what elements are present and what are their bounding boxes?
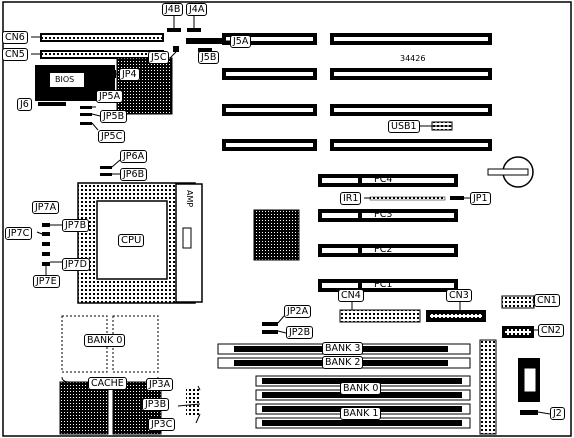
pci-slots [318,174,458,292]
label-bank0-cache: BANK 0 [84,334,126,347]
label-bank3: BANK 3 [322,342,364,355]
label-j4a: J4A [186,3,208,16]
cn1-connector [501,295,535,309]
label-j6: J6 [17,98,32,111]
label-cn4: CN4 [338,289,364,302]
j5c-jumper [173,46,179,52]
label-jp4: JP4 [119,68,140,81]
socket-brand-label: AMP [185,190,194,208]
label-bank1: BANK 1 [340,407,382,420]
label-jp7c: JP7C [5,227,33,240]
jp7-jumpers [42,223,50,266]
label-jp5c: JP5C [98,130,126,143]
label-jp2b: JP2B [286,326,314,339]
label-jp3a: JP3A [146,378,174,391]
jp5b-jumper [80,113,92,116]
chipset-top [116,57,173,115]
j2-jumper [520,410,538,415]
cache-chip-1 [59,381,109,435]
label-pc2: PC2 [374,244,393,255]
jp5a-jumper [80,106,92,109]
cpu-socket [77,182,203,304]
label-cn3: CN3 [446,289,472,302]
label-jp6a: JP6A [120,150,148,163]
cn4-connector [339,309,421,323]
label-j5a: J5A [230,35,252,48]
label-cn6: CN6 [2,31,28,44]
label-jp7d: JP7D [62,258,90,271]
label-cache: CACHE [88,377,127,390]
j5a-connector [186,38,222,44]
label-bank2: BANK 2 [322,356,364,369]
jp2b-jumper [262,330,278,334]
label-j2: J2 [550,407,565,420]
leader-lines [31,15,551,424]
jp2a-jumper [262,322,278,326]
label-jp7e: JP7E [33,275,60,288]
keyboard-connector [518,358,540,402]
label-jp3b: JP3B [142,398,170,411]
power-connector [479,339,497,435]
chipset-middle [253,209,300,261]
label-jp5a: JP5A [96,90,124,103]
battery [487,156,534,188]
label-cn5: CN5 [2,48,28,61]
cpu-socket-label: CPU [118,234,145,247]
isa-slots [222,33,492,151]
jp6a-jumper [100,166,112,169]
j4a-jumper [187,28,201,32]
label-jp7b: JP7B [62,219,90,232]
j4b-jumper [167,28,181,32]
jp1-jumper [450,196,464,200]
label-jp7a: JP7A [32,201,60,214]
label-jp1: JP1 [470,192,491,205]
label-jp6b: JP6B [120,168,148,181]
label-pc1: PC1 [374,279,393,290]
label-ir1: IR1 [340,192,362,205]
label-jp2a: JP2A [284,305,312,318]
label-jp3c: JP3C [148,418,176,431]
label-cn2: CN2 [538,324,564,337]
jp6b-jumper [100,173,112,176]
label-cn1: CN1 [534,294,560,307]
label-j5c: J5C [148,51,170,64]
label-j5b: J5B [198,51,220,64]
board-model-number: 34426 [400,54,426,63]
cn5-header [40,50,164,59]
jp4-jumper [108,70,116,78]
cn6-header [40,33,164,42]
ir1-header [369,196,446,201]
label-pc4: PC4 [374,174,393,185]
bios-chip-label: BIOS [55,75,75,84]
label-bank0-simm: BANK 0 [340,382,382,395]
label-j4b: J4B [162,3,184,16]
jp3-jumpers [186,388,200,416]
label-pc3: PC3 [374,209,393,220]
jp5c-jumper [80,122,92,125]
label-usb1: USB1 [388,120,420,133]
label-jp5b: JP5B [100,110,128,123]
